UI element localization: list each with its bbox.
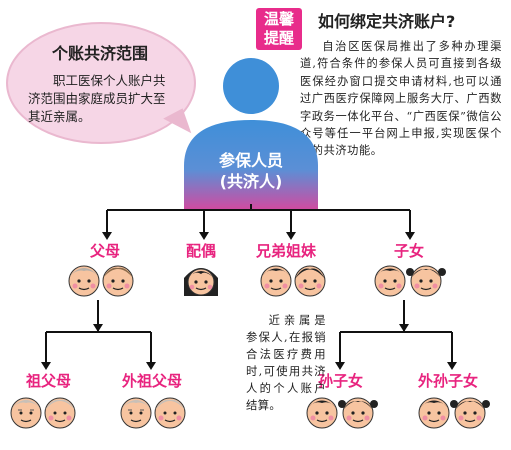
maternal-grandparents-faces-icon [120, 397, 186, 429]
maternal-grandchildren-faces-icon [418, 397, 490, 429]
label-siblings: 兄弟姐妹 [256, 242, 317, 260]
label-children: 子女 [394, 242, 425, 260]
bubble-body: 职工医保个人账户共济范围由家庭成员扩大至其近亲属。 [28, 73, 166, 124]
speech-bubble [6, 22, 196, 144]
tip-body: 自治区医保局推出了多种办理渠道,符合条件的参保人员可直接到各级医保经办窗口提交申… [300, 40, 502, 158]
children-faces-icon [374, 265, 446, 297]
parents-faces-icon [68, 265, 134, 297]
relatives-note: 近亲属是参保人,在报销合法医疗费用时,可使用共济人的个人账户结算。 [246, 314, 326, 412]
siblings-faces-icon [260, 265, 326, 297]
tip-tag-line1: 温馨 [263, 10, 294, 28]
label-grandparents-paternal: 祖父母 [26, 372, 72, 390]
bubble-title: 个账共济范围 [51, 44, 148, 63]
label-spouse: 配偶 [186, 242, 217, 260]
center-line1: 参保人员 [218, 151, 283, 170]
label-grandchildren-daughter: 外孙子女 [418, 372, 479, 390]
label-parents: 父母 [90, 242, 121, 260]
center-person-label: 参保人员 (共济人) [198, 150, 304, 192]
label-grandchildren-son: 孙子女 [318, 372, 364, 390]
spouse-face-icon [184, 268, 218, 296]
tip-tag: 温馨 提醒 [256, 8, 302, 50]
tip-tag-line2: 提醒 [263, 29, 294, 47]
center-line2: (共济人) [219, 172, 283, 191]
grandchildren-faces-icon [306, 397, 378, 429]
label-grandparents-maternal: 外祖父母 [122, 372, 183, 390]
tip-title: 如何绑定共济账户? [318, 12, 456, 31]
person-icon [184, 58, 318, 210]
paternal-grandparents-faces-icon [10, 397, 76, 429]
